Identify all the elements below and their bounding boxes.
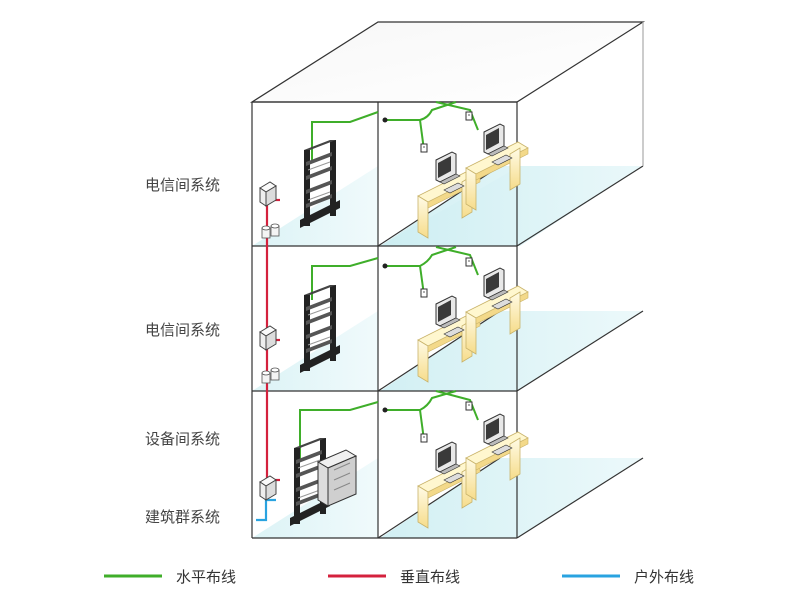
legend-label-horizontal: 水平布线 (176, 568, 237, 586)
floor-label-telecom-room-2: 电信间系统 (145, 321, 221, 339)
cylinders (261, 223, 280, 384)
floor-label-equipment-room: 设备间系统 (145, 430, 221, 448)
legend-label-vertical: 垂直布线 (400, 568, 461, 586)
junction-box-floor-3 (259, 181, 277, 207)
floor-planes (252, 166, 643, 538)
floor-label-telecom-room-3: 电信间系统 (145, 176, 221, 194)
junction-box-floor-2 (259, 325, 277, 351)
roof (249, 21, 646, 103)
legend-label-outdoor: 户外布线 (634, 568, 695, 586)
wall-outlets (382, 117, 388, 413)
floor-label-campus-system: 建筑群系统 (145, 508, 221, 526)
rack-floor-2 (299, 284, 341, 374)
server-cabinet (316, 449, 358, 507)
outdoor-cabling (256, 498, 276, 522)
workstations (417, 123, 529, 529)
rack-floor-3 (299, 139, 341, 229)
junction-box-floor-1 (259, 475, 277, 501)
